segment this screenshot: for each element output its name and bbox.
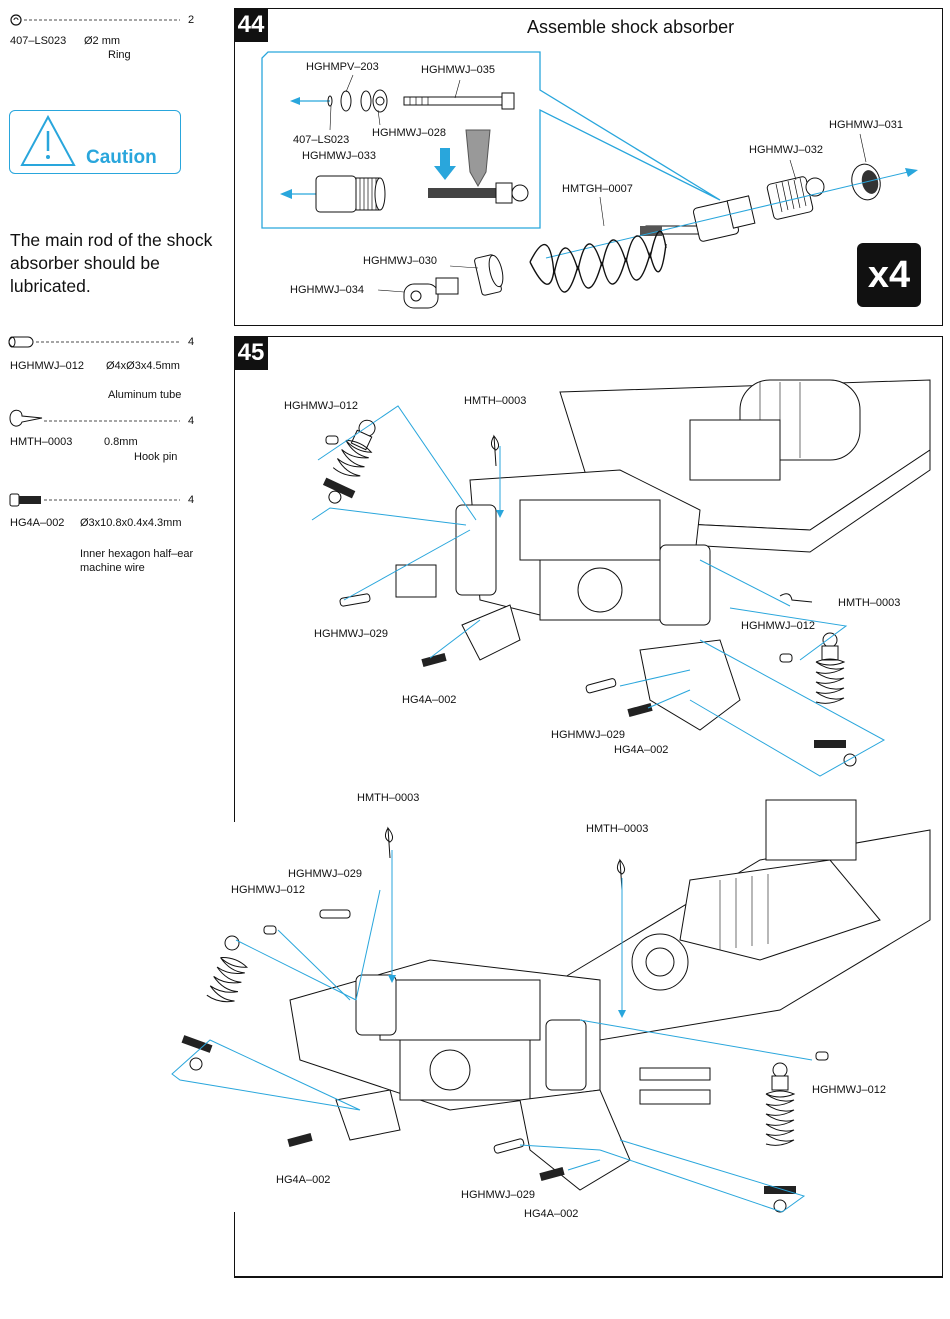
part-code: HG4A–002 [10,517,65,529]
warning-triangle-icon [20,114,76,166]
part-size: Ø3x10.8x0.4x4.3mm [80,517,182,529]
part-label: HG4A–002 [524,1208,579,1220]
part-label: HG4A–002 [402,694,457,706]
step-title: Assemble shock absorber [527,17,735,37]
step-number: 44 [234,8,268,42]
part-label: HMTH–0003 [357,792,420,804]
part-size: Ø2 mm [84,35,121,47]
part-label: HMTGH–0007 [562,183,633,195]
part-label: HGHMWJ–030 [363,255,437,267]
part-qty: 4 [188,494,195,506]
quantity-multiplier-badge: x4 [857,243,921,307]
lubrication-note: The main rod of the shock absorber shoul… [10,230,213,296]
part-qty: 4 [188,336,195,348]
part-label: HGHMWJ–012 [812,1084,886,1096]
part-size: 0.8mm [104,436,138,448]
part-desc: Inner hexagon half–ear machine wire [80,548,194,574]
part-label: HGHMWJ–028 [372,127,446,139]
part-label: HG4A–002 [276,1174,331,1186]
part-label: HGHMWJ–029 [288,868,362,880]
part-label: HGHMWJ–012 [284,400,358,412]
part-label: 407–LS023 [293,134,350,146]
part-label: HMTH–0003 [838,597,901,609]
part-size: Ø4xØ3x4.5mm [106,360,180,372]
part-label: HGHMWJ–034 [290,284,364,296]
step-number: 45 [234,336,268,370]
part-label: HGHMWJ–033 [302,150,376,162]
part-label: HGHMWJ–031 [829,119,903,131]
part-label: HGHMWJ–012 [741,620,815,632]
part-qty: 4 [188,415,195,427]
part-label: HGHMWJ–032 [749,144,823,156]
part-label: HMTH–0003 [464,395,527,407]
part-label: HMTH–0003 [586,823,649,835]
part-desc: Aluminum tube [108,389,182,401]
step-45-panel [234,336,943,1278]
part-label: HG4A–002 [614,744,669,756]
caution-box: Caution [9,110,181,174]
step-44-panel [234,8,943,326]
caution-label: Caution [86,147,157,168]
part-label: HGHMWJ–029 [551,729,625,741]
part-desc: Ring [108,49,131,61]
part-label: HGHMWJ–035 [421,64,495,76]
part-code: HMTH–0003 [10,436,73,448]
part-code: HGHMWJ–012 [10,360,84,372]
part-desc: Hook pin [134,451,178,463]
part-label: HGHMPV–203 [306,61,379,73]
part-qty: 2 [188,14,195,26]
part-label: HGHMWJ–029 [314,628,388,640]
part-label: HGHMWJ–012 [231,884,305,896]
panel-bottom-rule [234,1276,943,1278]
part-label: HGHMWJ–029 [461,1189,535,1201]
part-code: 407–LS023 [10,35,67,47]
